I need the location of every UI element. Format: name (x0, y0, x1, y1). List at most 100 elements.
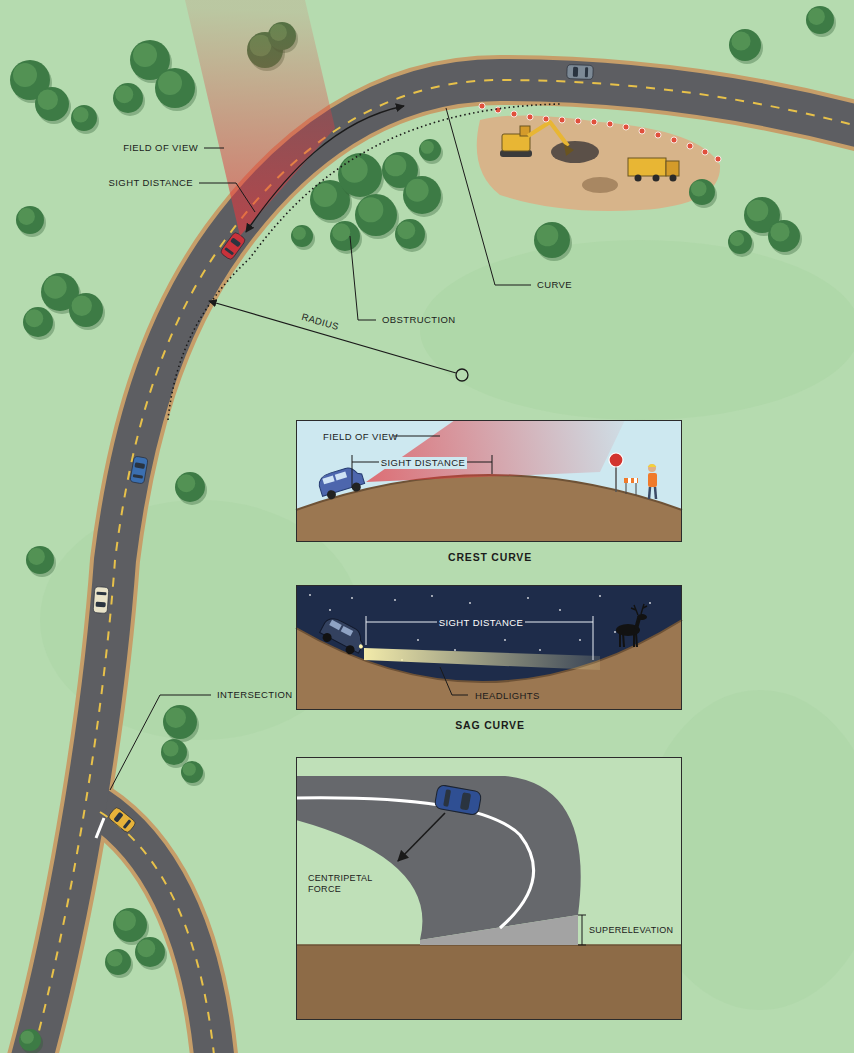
panel-caption: SAG CURVE (453, 719, 526, 732)
tree (747, 200, 769, 222)
tree (689, 179, 717, 208)
sag-curve-illustration (344, 644, 356, 656)
tree (768, 220, 802, 255)
star (469, 602, 471, 604)
construction-site (477, 103, 721, 211)
traffic-cone (543, 116, 549, 122)
tree-group (10, 6, 836, 1053)
crest-curve-illustration (296, 420, 682, 542)
curve-geometry (209, 301, 456, 373)
road-network (100, 812, 215, 1053)
tree (113, 908, 147, 942)
tree (313, 183, 337, 207)
tree (395, 219, 427, 252)
sight-distance-label: SIGHT DISTANCE (379, 457, 467, 469)
tree (355, 194, 399, 239)
tree (403, 176, 443, 217)
sag-curve-illustration (364, 648, 600, 670)
radius-label: RADIUS (298, 310, 342, 333)
tree (69, 293, 105, 330)
tree (338, 153, 382, 197)
tree (19, 1029, 43, 1053)
traffic-cone (479, 103, 485, 109)
tree (72, 296, 92, 316)
curve-geometry (456, 369, 468, 381)
tree (135, 937, 167, 970)
tree (18, 208, 35, 225)
star (539, 649, 541, 651)
crest-curve-illustration (655, 487, 656, 499)
star (599, 595, 601, 597)
tree (69, 293, 103, 327)
tree (113, 83, 143, 113)
tree (330, 221, 362, 254)
star (309, 594, 311, 596)
sight-distance-label: SIGHT DISTANCE (437, 617, 525, 629)
vehicle (93, 587, 109, 614)
traffic-cone (527, 114, 533, 120)
curve-geometry (168, 104, 560, 420)
construction-site (635, 175, 642, 182)
superelevation-illustration (578, 915, 586, 916)
tree (175, 472, 205, 502)
tree (23, 307, 53, 337)
superelevation-illustration (296, 757, 682, 1020)
tree (293, 227, 306, 240)
star (329, 609, 331, 611)
vehicle (220, 231, 247, 260)
superelevation-illustration (296, 757, 682, 1020)
sag-curve-panel: SIGHT DISTANCEHEADLIGHTSSAG CURVE (296, 585, 682, 710)
tree (163, 705, 197, 739)
centripetal-force-label: CENTRIPETAL FORCE (306, 873, 370, 896)
traffic-cone (623, 124, 629, 130)
road-network (30, 80, 854, 1053)
construction-site (477, 115, 720, 211)
sag-curve-illustration (296, 585, 682, 710)
crest-curve-illustration (335, 472, 347, 481)
tree (155, 68, 195, 108)
tree (161, 739, 189, 768)
construction-site (551, 141, 599, 163)
tree (177, 474, 195, 492)
tree (385, 155, 407, 177)
sag-curve-illustration (321, 631, 333, 643)
tree (166, 708, 186, 728)
crest-curve-illustration (322, 475, 334, 484)
superelevation-illustration (296, 945, 682, 1020)
sag-curve-illustration (317, 615, 369, 659)
star (351, 597, 353, 599)
tree (38, 90, 58, 110)
tree (71, 105, 99, 134)
crest-curve-illustration (296, 420, 682, 542)
crest-curve-illustration (609, 453, 623, 467)
superelevation-panel: CENTRIPETAL FORCE SUPERELEVATION (296, 757, 682, 1020)
tree (403, 176, 441, 214)
tree (163, 741, 179, 757)
superelevation-illustration (582, 915, 583, 945)
obstruction-label: OBSTRUCTION (380, 314, 458, 326)
construction-site (564, 144, 574, 156)
tree (23, 307, 55, 340)
tree (105, 949, 133, 978)
tree (163, 705, 199, 742)
superelevation-label: SUPERELEVATION (587, 925, 675, 936)
superelevation-illustration (296, 798, 534, 928)
star (417, 639, 419, 641)
road-network (86, 800, 215, 1053)
superelevation-illustration (578, 945, 586, 946)
road-network (96, 818, 104, 838)
tree (137, 939, 155, 957)
tree (28, 548, 45, 565)
headlights-label: HEADLIGHTS (473, 690, 542, 702)
traffic-cone (702, 149, 708, 155)
crest-curve-illustration (634, 478, 637, 483)
construction-site (670, 175, 677, 182)
crest-curve-illustration (648, 473, 657, 487)
tree (770, 222, 789, 241)
tree (161, 739, 187, 765)
curve-geometry (246, 106, 404, 232)
crest-curve-illustration (624, 478, 638, 483)
tree (181, 761, 203, 783)
traffic-cone (511, 111, 517, 117)
tree (158, 71, 182, 95)
